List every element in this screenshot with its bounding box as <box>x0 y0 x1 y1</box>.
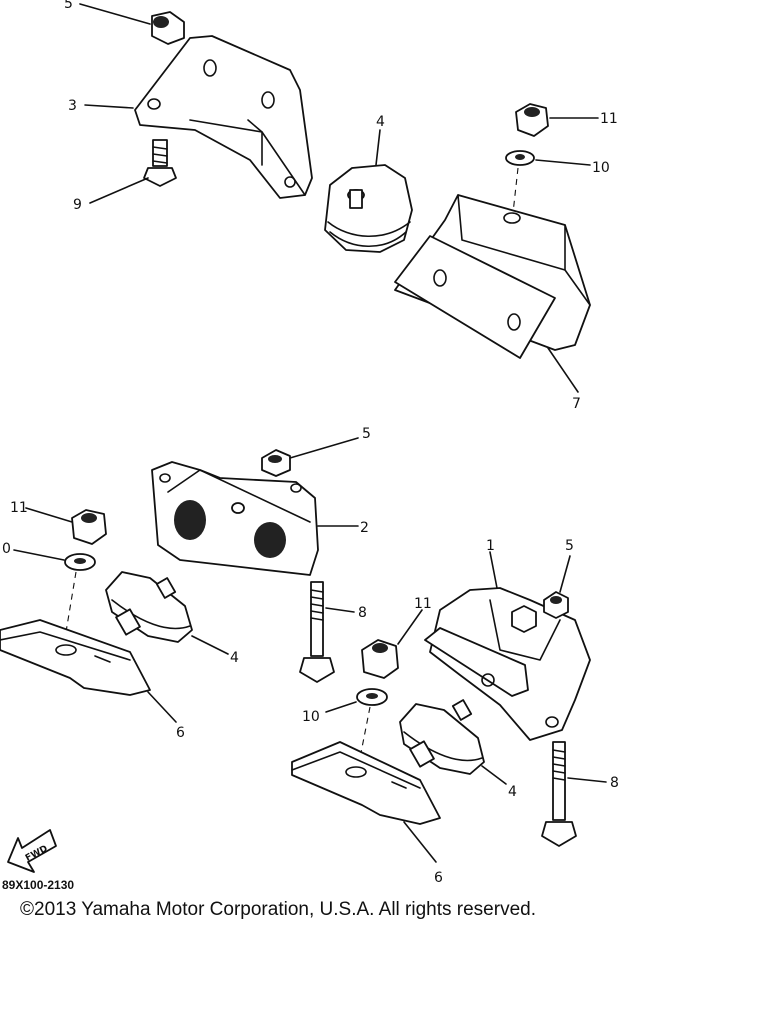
callout-1: 1 <box>486 538 495 554</box>
callout-6-left: 6 <box>176 725 185 741</box>
callout-7: 7 <box>572 396 581 412</box>
part-4-rubber-mount-top <box>324 164 413 253</box>
callout-4-right: 4 <box>508 784 517 800</box>
callout-4-top: 4 <box>376 114 385 130</box>
part-11-nut-right <box>361 639 399 679</box>
part-10-washer-top <box>505 150 535 166</box>
part-4-rubber-mount-left <box>105 571 193 643</box>
part-10-washer-right <box>356 688 388 706</box>
copyright-notice: ©2013 Yamaha Motor Corporation, U.S.A. A… <box>20 899 536 920</box>
part-6-plate-left <box>0 619 151 696</box>
callout-11-left: 11 <box>10 500 28 516</box>
part-11-nut-top <box>515 103 549 137</box>
callout-11-top: 11 <box>600 111 618 127</box>
callout-8-mid: 8 <box>358 605 367 621</box>
callout-5-mid: 5 <box>362 426 371 442</box>
part-5-nut-top <box>151 11 185 45</box>
callout-10-left: 0 <box>2 541 11 557</box>
part-1-mount-bracket <box>424 587 591 741</box>
part-4-rubber-mount-right <box>399 699 485 775</box>
part-11-nut-left <box>71 509 107 545</box>
callout-2: 2 <box>360 520 369 536</box>
part-5-nut-mid <box>261 449 291 477</box>
callout-3: 3 <box>68 98 77 114</box>
fwd-arrow-icon: FWD <box>7 829 57 873</box>
diagram-code: 89X100-2130 <box>2 878 75 892</box>
part-2-mount-bracket <box>151 461 319 576</box>
callout-9: 9 <box>73 197 82 213</box>
callout-5-top: 5 <box>64 0 73 12</box>
callout-4-left: 4 <box>230 650 239 666</box>
callout-6-right: 6 <box>434 870 443 886</box>
part-7-housing <box>394 194 591 359</box>
callout-10-top: 10 <box>592 160 610 176</box>
part-5-nut-right <box>543 591 569 619</box>
part-8-bolt-mid <box>299 581 335 683</box>
part-8-bolt-right <box>541 741 577 847</box>
callout-8-right: 8 <box>610 775 619 791</box>
part-9-bolt <box>143 139 177 187</box>
part-3-bracket <box>134 35 313 199</box>
callout-10-right: 10 <box>302 709 320 725</box>
callout-5-right: 5 <box>565 538 574 554</box>
part-6-plate-right <box>291 741 441 825</box>
callout-11-right: 11 <box>414 596 432 612</box>
part-10-washer-left <box>64 553 96 571</box>
